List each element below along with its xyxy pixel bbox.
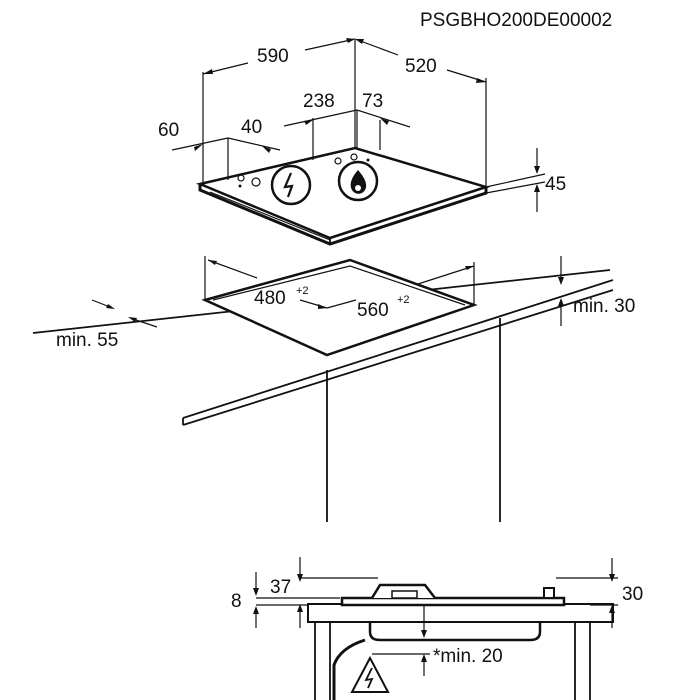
worktop-front-edge	[182, 279, 614, 419]
dim-height-45: 45	[545, 174, 566, 195]
countertop-drawing: 480 +2 560 +2 min. 30 min. 55	[32, 256, 635, 522]
section-dim-30: 30	[622, 584, 643, 605]
section-dim-min-20: *min. 20	[433, 646, 503, 667]
electric-warning-icon	[350, 655, 390, 693]
dim-burner-spacing-238: 238	[303, 91, 335, 112]
section-hob-body	[368, 622, 542, 642]
dim-left-offset-60: 60	[158, 120, 179, 141]
knob-marker-icon	[251, 177, 261, 187]
hob-drawing: 590 520 238 73 60 40 45	[158, 38, 566, 246]
section-cable	[332, 638, 366, 700]
min-front-distance: min. 55	[56, 330, 118, 351]
section-dim-37: 37	[270, 577, 291, 598]
section-knob	[543, 587, 555, 599]
section-hob-plate	[340, 596, 566, 607]
section-view: 8 37 30 *min. 20	[231, 557, 643, 700]
cutout-width-480: 480	[254, 288, 286, 309]
dim-left-inner-40: 40	[241, 117, 262, 138]
min-wall-distance: min. 30	[573, 296, 635, 317]
cutout-depth-tolerance: +2	[397, 294, 410, 306]
cutout-depth-560: 560	[357, 300, 389, 321]
cutout-width-tolerance: +2	[296, 285, 309, 297]
dim-burner-offset-73: 73	[362, 91, 383, 112]
section-dim-8: 8	[231, 591, 242, 612]
section-worktop	[307, 603, 614, 623]
electric-burner-icon	[270, 164, 312, 206]
dim-width-590: 590	[257, 46, 289, 67]
document-code: PSGBHO200DE00002	[420, 10, 612, 31]
dim-depth-520: 520	[405, 56, 437, 77]
